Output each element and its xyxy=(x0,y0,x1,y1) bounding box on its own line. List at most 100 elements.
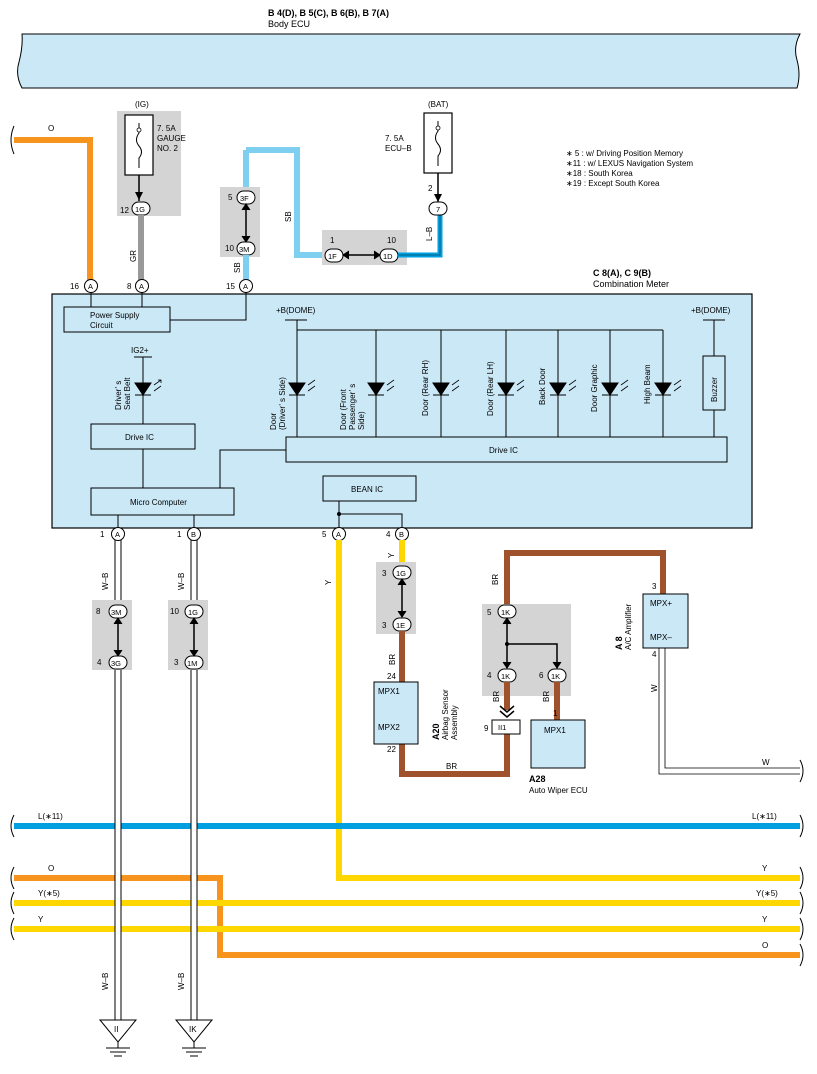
power-supply-line1: Power Supply xyxy=(90,311,139,320)
power-supply-box xyxy=(63,306,171,333)
bean-ic-label: BEAN IC xyxy=(351,485,383,494)
conn-1f-label: 1F xyxy=(328,252,337,261)
pin-4b: 4 xyxy=(386,530,391,539)
led7-rays xyxy=(673,379,682,392)
wire-br-top xyxy=(504,550,666,604)
pin-1d: 10 xyxy=(387,236,396,245)
conn-1k-r-label: 1K xyxy=(551,672,560,681)
ac-mpx-minus: MPX– xyxy=(650,633,672,642)
fuse-bat-rating: 7. 5A xyxy=(385,134,404,143)
power-supply-line2: Circuit xyxy=(90,321,113,330)
led5-rays xyxy=(568,379,577,392)
arrows-1k-bottom xyxy=(502,661,562,669)
fuse-ig-element xyxy=(136,123,142,168)
led3-label: Door (Rear RH) xyxy=(421,360,430,416)
wire-label-wb-2: W–B xyxy=(177,573,186,590)
led-seat-belt-rays xyxy=(153,379,162,392)
conn-ii1 xyxy=(491,719,521,735)
conn-3g xyxy=(108,655,128,670)
drive-ic-2-label: Drive IC xyxy=(489,446,518,455)
fuse-bat-dot xyxy=(435,125,441,131)
wire-label-o-top: O xyxy=(48,124,54,133)
fuse-ig-name1: GAUGE xyxy=(157,134,186,143)
combo-meter-name: Combination Meter xyxy=(593,279,669,289)
wire-label-br-1: BR xyxy=(388,654,397,665)
bus-o-left: O xyxy=(48,864,54,873)
conn-3g-label: 3G xyxy=(111,659,121,668)
led-back-door: Back Door xyxy=(538,330,577,437)
pin-ig: 12 xyxy=(120,206,129,215)
pin-3m2: 8 xyxy=(96,607,101,616)
wire-lb xyxy=(398,215,443,258)
ground-ik-triangle xyxy=(174,1019,214,1043)
b-dome-1: +B(DOME) xyxy=(276,306,316,315)
pin-bat: 2 xyxy=(428,184,433,193)
ac-pin-top: 3 xyxy=(652,582,657,591)
ground-ii-triangle xyxy=(98,1019,138,1043)
micro-computer-label: Micro Computer xyxy=(130,498,187,507)
conn-3m-label: 3M xyxy=(239,245,249,254)
micro-to-ic2 xyxy=(219,449,286,488)
wire-label-sb2: SB xyxy=(233,262,242,273)
led6-rays xyxy=(620,379,629,392)
junction-1k-dot xyxy=(505,642,509,646)
pin-1k-r: 6 xyxy=(539,671,544,680)
airbag-mpx1: MPX1 xyxy=(378,687,400,696)
led4-symbol xyxy=(497,382,515,396)
pin-1g3: 3 xyxy=(382,569,387,578)
led2-label-3: Side) xyxy=(357,411,366,430)
wire-label-gr: GR xyxy=(129,250,138,262)
led-door-graphic: Door Graphic xyxy=(590,330,629,437)
drive-ic-1 xyxy=(90,423,196,450)
fuse-bat-name: ECU–B xyxy=(385,144,412,153)
pin-8a-label: A xyxy=(139,282,144,291)
fuse-bat-source: (BAT) xyxy=(428,100,449,109)
airbag-name2: Assembly xyxy=(450,705,459,740)
arrow-bat xyxy=(434,194,442,202)
wire-label-wb-1: W–B xyxy=(101,573,110,590)
pin-1a: 1 xyxy=(100,530,105,539)
conn-1g2-label: 1G xyxy=(188,608,198,617)
led7-symbol xyxy=(654,382,672,396)
led5-label: Back Door xyxy=(538,367,547,405)
pin-1a-conn xyxy=(111,527,125,541)
led-door-driver: Door (Driver’ s Side) xyxy=(269,330,316,437)
bus-y5-left: Y(∗5) xyxy=(38,889,60,898)
airbag-code: A20 xyxy=(431,723,441,740)
led2-rays xyxy=(386,379,395,392)
led6-symbol xyxy=(601,382,619,396)
ground-ik-symbol xyxy=(182,1042,206,1057)
break-y5 xyxy=(10,891,804,915)
wire-sb-route xyxy=(246,147,330,258)
note-18: ∗18 : South Korea xyxy=(566,169,633,178)
led-door-rear-lh: Door (Rear LH) xyxy=(486,330,525,437)
wire-label-wb-3: W–B xyxy=(101,973,110,990)
led2-symbol xyxy=(367,382,385,396)
conn-7 xyxy=(428,201,448,216)
note-5: ∗ 5 : w/ Driving Position Memory xyxy=(566,149,683,158)
led6-label: Door Graphic xyxy=(590,364,599,412)
wire-label-y-1: Y xyxy=(324,579,333,585)
wire-label-br-3: BR xyxy=(491,574,500,585)
conn-3f-label: 3F xyxy=(240,194,249,203)
led3-rays xyxy=(451,379,460,392)
led2-label-2: Passenger’ s xyxy=(348,384,357,430)
drive-ic-2 xyxy=(285,436,728,463)
pin-1b-label: B xyxy=(191,530,196,539)
ac-name: A/C Amplifier xyxy=(624,603,633,650)
led-high-beam: High Beam xyxy=(643,330,682,437)
airbag-pin-bot: 22 xyxy=(387,745,396,754)
conn-1g-top-label: 1G xyxy=(135,205,145,214)
bus-y-right2: Y xyxy=(762,915,768,924)
wb-overlay xyxy=(114,815,198,970)
pin-15a-label: A xyxy=(243,282,248,291)
pin-3m: 10 xyxy=(225,244,234,253)
note-19: ∗19 : Except South Korea xyxy=(566,179,660,188)
break-l11 xyxy=(10,814,804,838)
break-y xyxy=(10,917,804,941)
wire-label-w-1: W xyxy=(650,684,659,692)
ac-amp-box xyxy=(642,593,689,649)
buzzer-label: Buzzer xyxy=(710,377,719,402)
conn-1m xyxy=(184,655,204,670)
